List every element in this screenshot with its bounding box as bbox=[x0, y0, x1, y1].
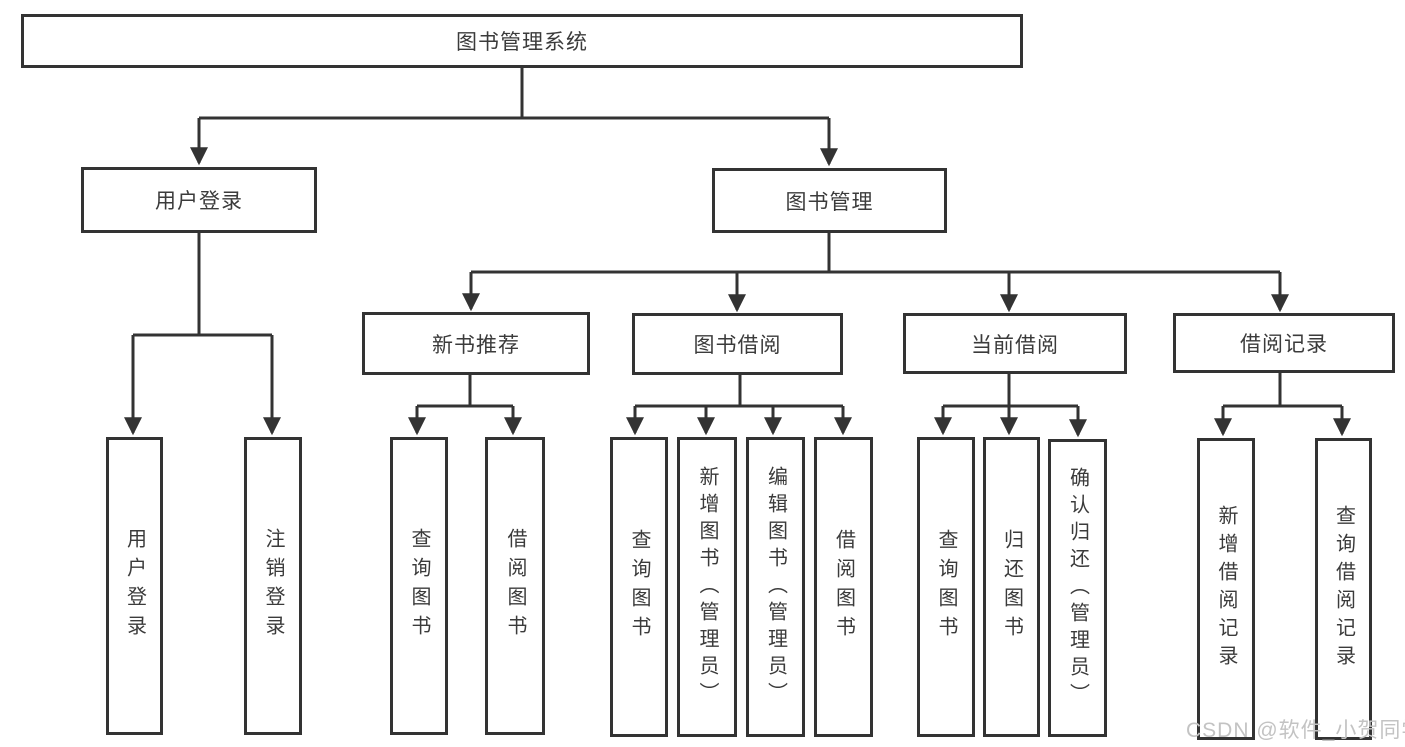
leaf-return-book: 归还图书 bbox=[983, 437, 1040, 737]
leaf-add-book-admin: 新增图书（管理员） bbox=[677, 437, 737, 737]
node-user-login: 用户登录 bbox=[81, 167, 317, 233]
node-book-borrow: 图书借阅 bbox=[632, 313, 843, 375]
leaf-query-book-3-label: 查询图书 bbox=[935, 529, 957, 645]
node-borrow-record: 借阅记录 bbox=[1173, 313, 1395, 373]
node-current-borrow: 当前借阅 bbox=[903, 313, 1127, 374]
leaf-edit-book-admin: 编辑图书（管理员） bbox=[746, 437, 805, 737]
leaf-borrow-book-2-label: 借阅图书 bbox=[832, 529, 855, 645]
leaf-query-book-2: 查询图书 bbox=[610, 437, 668, 737]
leaf-logout-label: 注销登录 bbox=[262, 528, 284, 644]
leaf-add-borrow-record: 新增借阅记录 bbox=[1197, 438, 1255, 740]
leaf-user-login-label: 用户登录 bbox=[123, 528, 146, 644]
leaf-query-borrow-record: 查询借阅记录 bbox=[1315, 438, 1372, 740]
leaf-user-login: 用户登录 bbox=[106, 437, 163, 735]
leaf-logout: 注销登录 bbox=[244, 437, 302, 735]
csdn-watermark: CSDN @软件_小贺同学 bbox=[1186, 719, 1405, 742]
node-root-library-system: 图书管理系统 bbox=[21, 14, 1023, 68]
leaf-query-book-1-label: 查询图书 bbox=[408, 528, 430, 644]
leaf-query-borrow-record-label: 查询借阅记录 bbox=[1332, 505, 1355, 673]
leaf-confirm-return-admin-label: 确认归还（管理员） bbox=[1066, 466, 1089, 710]
leaf-query-book-1: 查询图书 bbox=[390, 437, 448, 735]
node-new-book-recommend: 新书推荐 bbox=[362, 312, 590, 375]
leaf-borrow-book-2: 借阅图书 bbox=[814, 437, 873, 737]
leaf-query-book-2-label: 查询图书 bbox=[628, 529, 650, 645]
leaf-add-book-admin-label: 新增图书（管理员） bbox=[696, 465, 718, 709]
leaf-borrow-book-1: 借阅图书 bbox=[485, 437, 545, 735]
leaf-query-book-3: 查询图书 bbox=[917, 437, 975, 737]
leaf-edit-book-admin-label: 编辑图书（管理员） bbox=[764, 465, 787, 709]
leaf-borrow-book-1-label: 借阅图书 bbox=[504, 528, 526, 644]
node-book-management: 图书管理 bbox=[712, 168, 947, 233]
leaf-confirm-return-admin: 确认归还（管理员） bbox=[1048, 439, 1107, 737]
leaf-add-borrow-record-label: 新增借阅记录 bbox=[1215, 505, 1237, 673]
leaf-return-book-label: 归还图书 bbox=[1000, 529, 1023, 645]
